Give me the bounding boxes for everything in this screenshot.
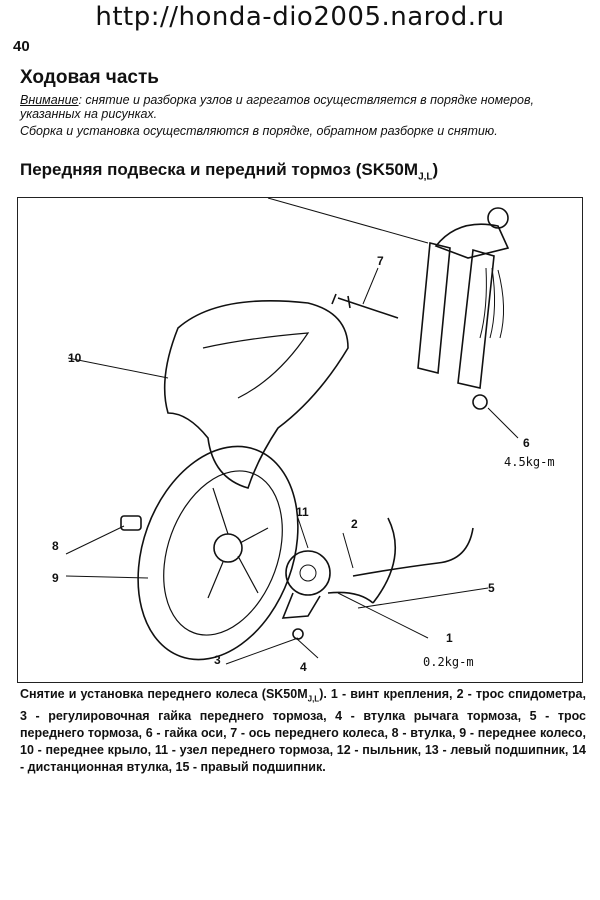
fork-top-bracket: [434, 223, 510, 259]
axle-bolt: [331, 293, 399, 319]
site-url: http://honda-dio2005.narod.ru: [95, 2, 505, 32]
callout-10: 10: [68, 351, 82, 365]
cable-ring: [487, 207, 509, 229]
subsection-title-end: ): [432, 160, 439, 179]
leader-lines: [65, 267, 519, 665]
brake-cable: [352, 527, 474, 577]
exploded-diagram-drawing: 1 2 3 4 5 6 7 8 9 10 11 4.5kg-m 0.2kg-m: [52, 198, 555, 674]
attention-label: Внимание: [20, 93, 79, 107]
axle-nut: [472, 394, 488, 410]
wheel-rim: [163, 470, 283, 636]
left-fork-tube: [417, 241, 451, 375]
caption-prefix-sub: J,L: [307, 694, 320, 704]
brake-arm-collar: [292, 628, 304, 640]
brake-panel: [285, 550, 331, 596]
callout-4: 4: [300, 660, 307, 674]
front-fender: [163, 300, 349, 489]
figure-caption: Снятие и установка переднего колеса (SK5…: [20, 686, 586, 776]
speedometer-cable: [327, 517, 396, 604]
callout-8: 8: [52, 539, 59, 553]
attention-note: Внимание: снятие и разборка узлов и агре…: [20, 93, 590, 121]
right-fork-tube: [457, 248, 495, 389]
wheel-hub: [213, 533, 243, 563]
brake-arm: [281, 592, 321, 619]
wheel-spokes: [207, 487, 269, 599]
subsection-title-main: Передняя подвеска и передний тормоз (SK5…: [20, 160, 419, 179]
brake-panel-center: [299, 564, 317, 582]
caption-prefix: Снятие и установка переднего колеса (SK5…: [20, 687, 308, 701]
caption-text: ). 1 - винт крепления, 2 - трос спидомет…: [20, 687, 586, 774]
subsection-title: Передняя подвеска и передний тормоз (SK5…: [20, 160, 438, 182]
wheel-collar: [120, 515, 142, 531]
page-number: 40: [13, 38, 30, 55]
diagram-lines: [65, 198, 519, 665]
fork-cables: [479, 267, 505, 339]
exploded-diagram: 1 2 3 4 5 6 7 8 9 10 11 4.5kg-m 0.2kg-m: [17, 197, 583, 683]
torque-screw: 0.2kg-m: [423, 655, 474, 669]
callout-5: 5: [488, 581, 495, 595]
subsection-title-sub: J,L: [418, 171, 433, 183]
callout-6: 6: [523, 436, 530, 450]
callout-9: 9: [52, 571, 59, 585]
callout-2: 2: [351, 517, 358, 531]
fender-inner-edge: [202, 332, 310, 399]
callout-11: 11: [296, 505, 309, 519]
callout-7: 7: [377, 254, 384, 268]
callout-3: 3: [214, 653, 221, 667]
torque-axle-nut: 4.5kg-m: [504, 455, 555, 469]
frame-line: [267, 198, 429, 244]
front-wheel: [137, 445, 299, 661]
attention-text: : снятие и разборка узлов и агрегатов ос…: [20, 93, 534, 121]
callout-1: 1: [446, 631, 453, 645]
section-title: Ходовая часть: [20, 67, 159, 88]
assembly-note: Сборка и установка осуществляются в поря…: [20, 124, 498, 138]
